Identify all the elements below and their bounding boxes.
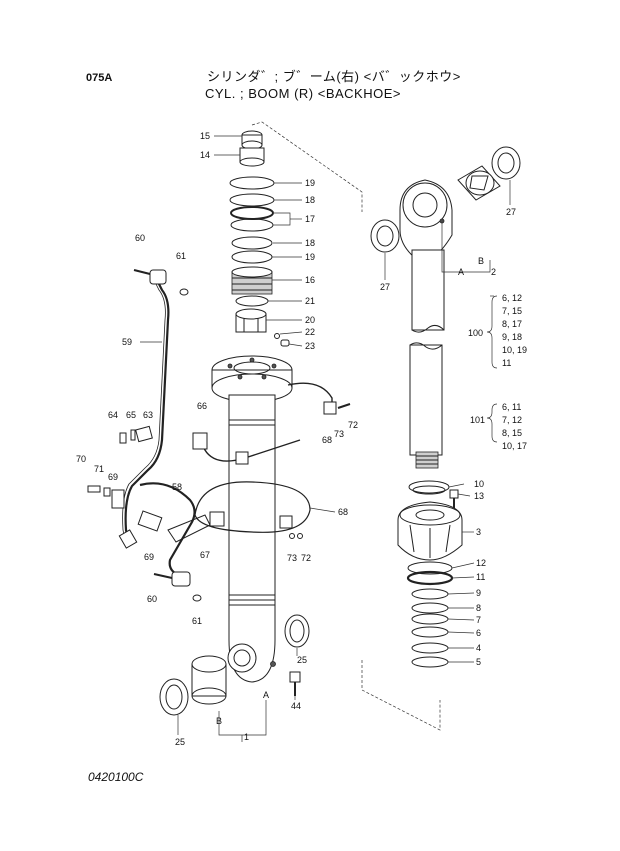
callout-15: 15 — [200, 131, 210, 141]
callout-72: 72 — [301, 553, 311, 563]
callout-21: 21 — [305, 296, 315, 306]
title-english: CYL. ; BOOM (R) <BACKHOE> — [205, 86, 401, 101]
callout-61: 61 — [176, 251, 186, 261]
callout-18: 18 — [305, 195, 315, 205]
kit-101-item: 7, 12 — [502, 415, 522, 425]
callout-70: 70 — [76, 454, 86, 464]
callout-17: 17 — [305, 214, 315, 224]
callout-8: 8 — [476, 603, 481, 613]
callout-66: 66 — [197, 401, 207, 411]
callout-72: 72 — [348, 420, 358, 430]
callout-67: 67 — [200, 550, 210, 560]
callout-labels: 15 14 19 18 17 18 19 16 21 20 22 23 60 6… — [76, 131, 527, 747]
kit-101-item: 10, 17 — [502, 441, 527, 451]
callout-b: B — [478, 256, 484, 266]
callout-20: 20 — [305, 315, 315, 325]
callout-61: 61 — [192, 616, 202, 626]
document-code: 0420100C — [88, 770, 144, 784]
callout-58: 58 — [172, 482, 182, 492]
callout-64: 64 — [108, 410, 118, 420]
callout-19: 19 — [305, 252, 315, 262]
callout-3: 3 — [476, 527, 481, 537]
callout-10: 10 — [474, 479, 484, 489]
callout-13: 13 — [474, 491, 484, 501]
callout-18: 18 — [305, 238, 315, 248]
callout-12: 12 — [476, 558, 486, 568]
callout-25: 25 — [297, 655, 307, 665]
title-japanese: シリンダ゛; ブ゛ーム(右) <バ゛ックホウ> — [207, 69, 461, 84]
callout-63: 63 — [143, 410, 153, 420]
kit-100-item: 6, 12 — [502, 293, 522, 303]
callout-19: 19 — [305, 178, 315, 188]
callout-44: 44 — [291, 701, 301, 711]
callout-7: 7 — [476, 615, 481, 625]
callout-5: 5 — [476, 657, 481, 667]
kit-100-item: 7, 15 — [502, 306, 522, 316]
callout-73: 73 — [287, 553, 297, 563]
callout-a: A — [263, 690, 269, 700]
cylinder-tube-assembly — [211, 130, 293, 683]
callout-71: 71 — [94, 464, 104, 474]
callout-22: 22 — [305, 327, 315, 337]
callout-25: 25 — [175, 737, 185, 747]
callout-9: 9 — [476, 588, 481, 598]
callout-60: 60 — [147, 594, 157, 604]
callout-27: 27 — [380, 282, 390, 292]
callout-a: A — [458, 267, 464, 277]
callout-69: 69 — [108, 472, 118, 482]
callout-59: 59 — [122, 337, 132, 347]
page-code: 075A — [86, 72, 113, 84]
callout-60: 60 — [135, 233, 145, 243]
kit-100-item: 10, 19 — [502, 345, 527, 355]
callout-68: 68 — [338, 507, 348, 517]
callout-6: 6 — [476, 628, 481, 638]
callout-68: 68 — [322, 435, 332, 445]
callout-14: 14 — [200, 150, 210, 160]
callout-73: 73 — [334, 429, 344, 439]
kit-101-label: 101 — [470, 415, 485, 425]
callout-11: 11 — [476, 572, 485, 582]
piston-rod-assembly — [361, 146, 521, 731]
callout-23: 23 — [305, 341, 315, 351]
callout-b: B — [216, 716, 222, 726]
kit-100-item: 9, 18 — [502, 332, 522, 342]
callout-1: 1 — [244, 732, 249, 742]
callout-4: 4 — [476, 643, 481, 653]
callout-65: 65 — [126, 410, 136, 420]
leader-lines — [140, 135, 511, 735]
piping-assembly — [87, 121, 363, 742]
callout-27: 27 — [506, 207, 516, 217]
callout-2: 2 — [491, 267, 496, 277]
callout-69: 69 — [144, 552, 154, 562]
kit-100-item: 11 — [502, 358, 511, 368]
kit-100-item: 8, 17 — [502, 319, 522, 329]
callout-16: 16 — [305, 275, 315, 285]
kit-101-item: 8, 15 — [502, 428, 522, 438]
kit-101-item: 6, 11 — [502, 402, 521, 412]
kit-100-label: 100 — [468, 328, 483, 338]
